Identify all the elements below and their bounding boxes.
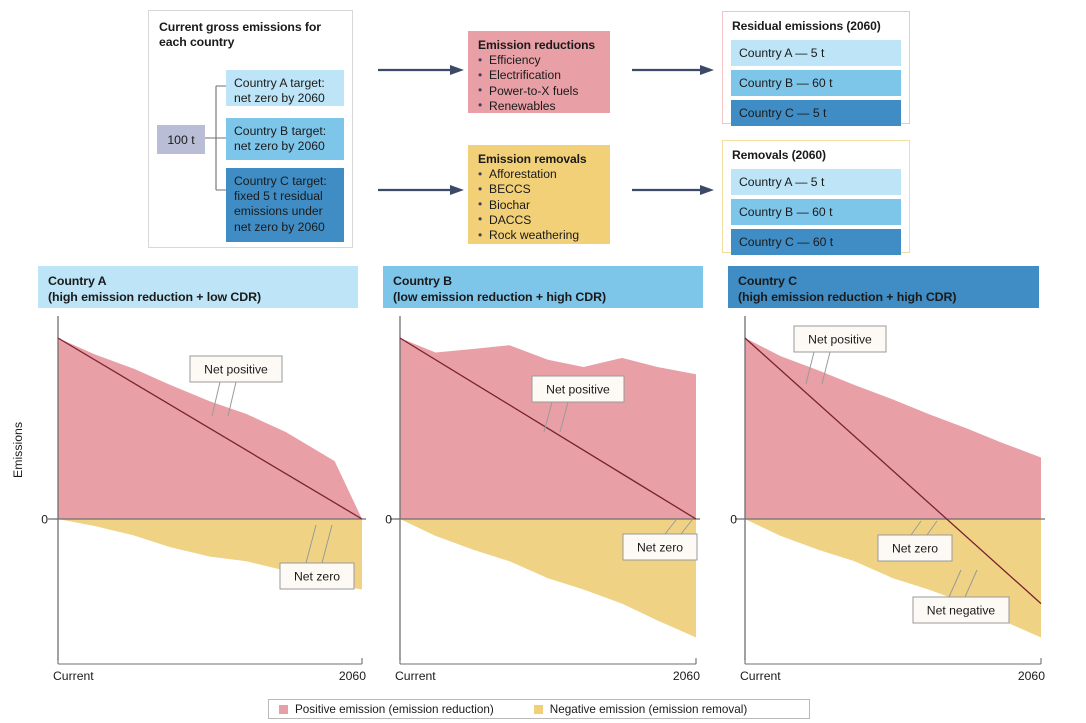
legend-item-positive: Positive emission (emission reduction) [269, 703, 494, 716]
list-item: Rock weathering [478, 228, 600, 244]
residual-row-country-a: Country A — 5 t [731, 40, 901, 66]
removals-row-label: Country C — 60 t [739, 235, 834, 249]
removals-row-country-b: Country B — 60 t [731, 199, 901, 225]
country-target-c-label: Country C target: fixed 5 t residual emi… [234, 174, 327, 234]
panel-title-line1: Country B [393, 274, 452, 288]
svg-text:2060: 2060 [673, 669, 700, 683]
svg-text:Net positive: Net positive [204, 363, 268, 377]
removals-results-box: Removals (2060) Country A — 5 t Country … [722, 140, 910, 255]
svg-text:Net positive: Net positive [808, 333, 872, 347]
residual-row-country-c: Country C — 5 t [731, 100, 901, 126]
svg-text:0: 0 [730, 513, 737, 527]
country-target-b-label: Country B target: net zero by 2060 [234, 124, 327, 154]
legend-label-positive: Positive emission (emission reduction) [295, 702, 494, 716]
legend-item-negative: Negative emission (emission removal) [524, 703, 747, 716]
svg-text:Current: Current [740, 669, 781, 683]
total-emissions-label: 100 t [167, 132, 195, 147]
country-target-a-label: Country A target: net zero by 2060 [234, 76, 325, 106]
list-item: Biochar [478, 197, 600, 213]
svg-text:Net positive: Net positive [546, 383, 610, 397]
emission-removals-title: Emission removals [478, 152, 587, 166]
residual-row-label: Country A — 5 t [739, 46, 825, 60]
panel-header-country-b: Country B (low emission reduction + high… [383, 266, 703, 308]
removals-row-country-c: Country C — 60 t [731, 229, 901, 255]
svg-text:Net negative: Net negative [927, 604, 996, 618]
list-item: Power-to-X fuels [478, 83, 600, 99]
residual-row-country-b: Country B — 60 t [731, 70, 901, 96]
legend-swatch-negative [533, 704, 543, 714]
list-item: BECCS [478, 182, 600, 198]
svg-text:Net zero: Net zero [892, 542, 938, 556]
removals-row-label: Country B — 60 t [739, 205, 833, 219]
svg-text:2060: 2060 [339, 669, 366, 683]
residual-emissions-title: Residual emissions (2060) [732, 19, 881, 33]
residual-row-label: Country B — 60 t [739, 76, 833, 90]
svg-text:Net zero: Net zero [294, 570, 340, 584]
arrow-right-icon-3 [632, 65, 714, 75]
flow-diagram: Current gross emissions for each country… [0, 0, 1086, 258]
svg-text:0: 0 [41, 513, 48, 527]
removals-row-country-a: Country A — 5 t [731, 169, 901, 195]
svg-text:Current: Current [395, 669, 436, 683]
svg-text:Current: Current [53, 669, 94, 683]
panel-title-line1: Country C [738, 274, 797, 288]
panel-header-country-a: Country A (high emission reduction + low… [38, 266, 358, 308]
removals-results-title: Removals (2060) [732, 148, 826, 162]
arrow-right-icon-1 [378, 65, 464, 75]
panel-title-line2: (high emission reduction + low CDR) [48, 289, 262, 304]
arrow-right-icon-4 [632, 185, 714, 195]
residual-row-label: Country C — 5 t [739, 106, 827, 120]
emission-reductions-list: Efficiency Electrification Power-to-X fu… [478, 52, 600, 114]
country-target-a: Country A target: net zero by 2060 [226, 70, 344, 106]
svg-text:0: 0 [385, 513, 392, 527]
chart-legend: Positive emission (emission reduction) N… [268, 699, 810, 719]
legend-swatch-positive [279, 704, 288, 714]
total-emissions-chip: 100 t [157, 125, 205, 154]
svg-text:Net zero: Net zero [637, 541, 683, 555]
list-item: Efficiency [478, 52, 600, 68]
list-item: Afforestation [478, 166, 600, 182]
list-item: DACCS [478, 212, 600, 228]
emission-removals-list: Afforestation BECCS Biochar DACCS Rock w… [478, 166, 600, 244]
legend-label-negative: Negative emission (emission removal) [549, 702, 748, 716]
emission-reductions-card: Emission reductions Efficiency Electrifi… [468, 31, 610, 114]
emission-removals-card: Emission removals Afforestation BECCS Bi… [468, 145, 610, 244]
list-item: Renewables [478, 98, 600, 114]
country-target-c: Country C target: fixed 5 t residual emi… [226, 168, 344, 242]
residual-emissions-box: Residual emissions (2060) Country A — 5 … [722, 11, 910, 126]
panel-title-line2: (high emission reduction + high CDR) [738, 289, 957, 304]
svg-text:2060: 2060 [1018, 669, 1045, 683]
panel-title-line2: (low emission reduction + high CDR) [393, 289, 607, 304]
bracket-connector [205, 85, 229, 191]
panel-header-country-c: Country C (high emission reduction + hig… [728, 266, 1039, 308]
list-item: Electrification [478, 68, 600, 84]
arrow-right-icon-2 [378, 185, 464, 195]
gross-emissions-title: Current gross emissions for each country [159, 20, 321, 49]
country-target-b: Country B target: net zero by 2060 [226, 118, 344, 160]
emission-reductions-title: Emission reductions [478, 38, 596, 52]
panel-title-line1: Country A [48, 274, 107, 288]
removals-row-label: Country A — 5 t [739, 175, 825, 189]
